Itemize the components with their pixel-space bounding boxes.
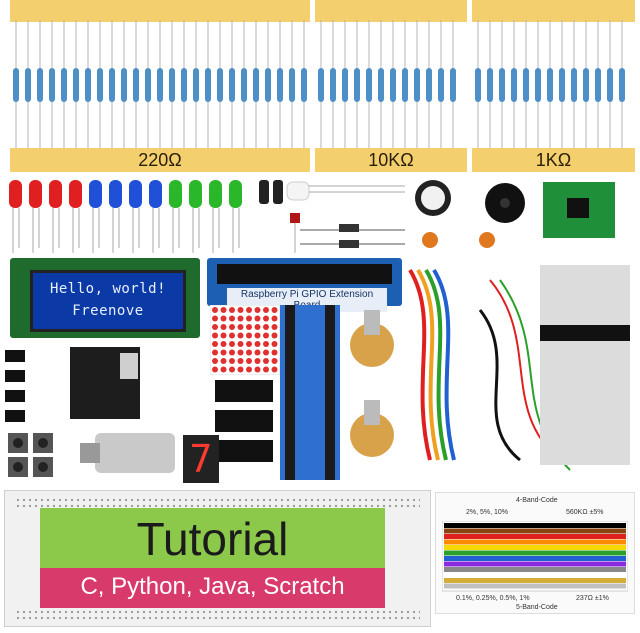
gpio-extension-board: Raspberry Pi GPIO Extension Board xyxy=(207,258,402,312)
resistor-label-220: 220Ω xyxy=(138,150,182,170)
resistor-color-code-card: 4-Band-Code 2%, 5%, 10% 560KΩ ±5% 0.1%, … xyxy=(435,492,635,614)
card-4band-tolerance: 2%, 5%, 10% xyxy=(466,509,509,516)
lcd-line-2: Freenove xyxy=(72,303,144,319)
gpio-breakout-icon xyxy=(280,305,394,480)
resistor-label-10k: 10KΩ xyxy=(368,150,414,170)
bar-graph-icon xyxy=(215,380,273,462)
card-4band-title: 4-Band-Code xyxy=(516,497,558,504)
lcd-line-1: Hello, world! xyxy=(49,281,167,297)
lcd-screen: Hello, world! Freenove xyxy=(30,270,186,332)
tutorial-subtitle: C, Python, Java, Scratch xyxy=(80,573,345,600)
led-matrix-icon xyxy=(210,305,280,375)
led-row-icon xyxy=(9,180,242,253)
resistor-row-10k-icon xyxy=(318,20,456,148)
resistor-label-1k: 1KΩ xyxy=(535,150,572,170)
color-code-table-icon xyxy=(442,521,628,592)
seven-segment-display: 7 xyxy=(183,435,219,483)
resistor-row-220-icon xyxy=(13,20,307,148)
gpio-header-icon xyxy=(217,264,392,284)
card-5band-title: 5-Band-Code xyxy=(516,604,558,611)
components-cluster-icon xyxy=(259,180,615,253)
tutorial-banner-top xyxy=(40,508,385,568)
tutorial-banner: Tutorial C, Python, Java, Scratch xyxy=(40,508,385,608)
tutorial-banner-bottom xyxy=(40,568,385,608)
card-5band-example: 237Ω ±1% xyxy=(576,595,609,602)
tutorial-title: Tutorial xyxy=(136,513,289,565)
card-5band-tolerance: 0.1%, 0.25%, 0.5%, 1% xyxy=(456,595,530,602)
jumper-wires-icon xyxy=(408,265,630,471)
lcd-module: Hello, world! Freenove xyxy=(10,258,200,338)
card-4band-example: 560KΩ ±5% xyxy=(566,509,604,516)
misc-parts-icon xyxy=(5,347,175,477)
resistor-row-1k-icon xyxy=(475,20,625,148)
